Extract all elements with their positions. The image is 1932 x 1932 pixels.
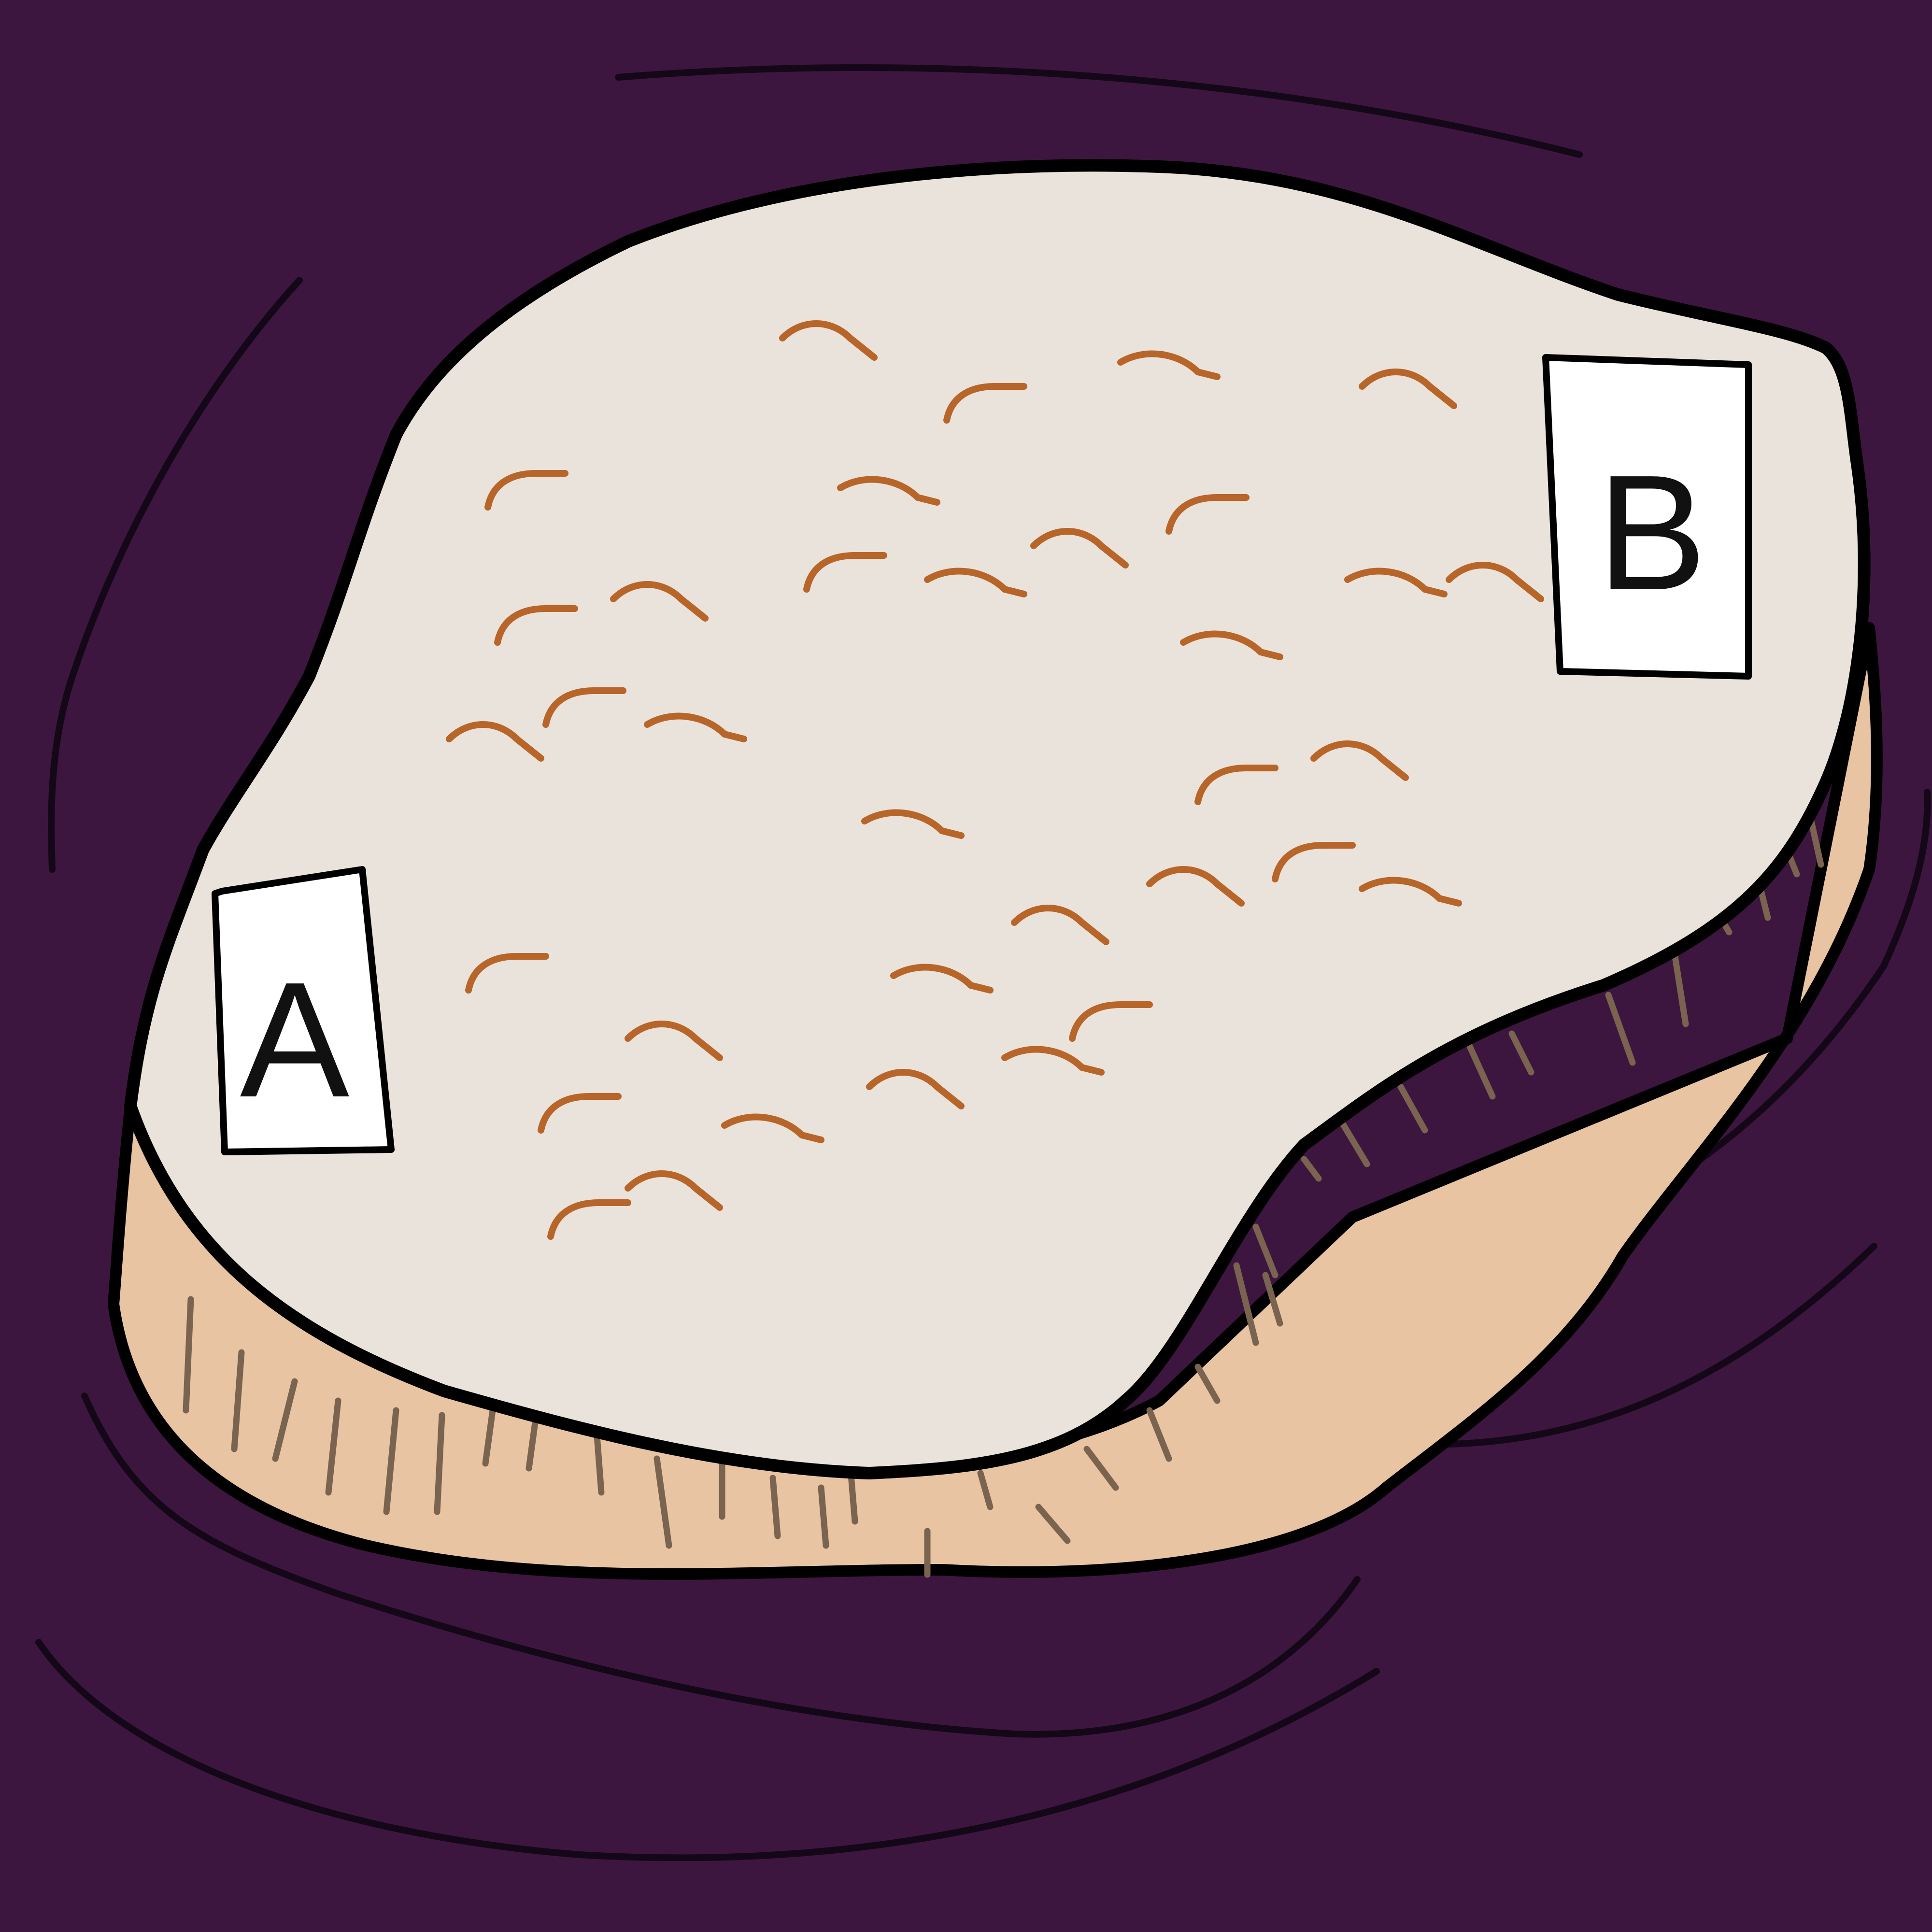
grass-tuft (547, 1199, 631, 1240)
side-stripes (183, 818, 1824, 1578)
grass-tuft (1194, 765, 1279, 805)
side-stripe (1146, 1407, 1172, 1462)
side-stripe (183, 1296, 194, 1414)
grass-tuft (1117, 350, 1221, 380)
grass-tuft (1359, 877, 1462, 907)
grass-tuft (861, 809, 965, 839)
grass-tuft (625, 1021, 723, 1061)
grass-tuft (610, 581, 709, 622)
grass-tuft (837, 476, 940, 506)
side-stripe (272, 1378, 298, 1462)
label-b: B (1542, 354, 1752, 680)
grass-tuft (625, 1170, 723, 1211)
grass-tuft (721, 1113, 824, 1143)
grass-tuft (1165, 494, 1250, 535)
grass-tuft (924, 568, 1027, 597)
side-stripe (325, 1397, 341, 1496)
side-stripe (1083, 1446, 1119, 1491)
side-stripe (769, 1475, 781, 1539)
grass-tuft (446, 721, 544, 762)
side-stripe (1605, 992, 1636, 1066)
grass-tuft (484, 470, 568, 511)
grass-tuft (1001, 1046, 1105, 1076)
side-stripe (1508, 1030, 1534, 1076)
side-stripe (977, 1470, 994, 1510)
grass-tuft (890, 964, 994, 994)
grass-marks (446, 320, 1544, 1240)
grass-tuft (1146, 866, 1245, 907)
grass-tuft (1011, 905, 1109, 945)
grass-tuft (1069, 1001, 1153, 1042)
grass-tuft (1272, 842, 1356, 882)
grass-tuft (1030, 528, 1129, 568)
motion-lines (35, 64, 1931, 1861)
grass-tuft (943, 383, 1027, 424)
side-stripe (1465, 1040, 1496, 1100)
side-stripe (1233, 1262, 1259, 1346)
side-stripe (1252, 1223, 1279, 1279)
grass-tuft (465, 953, 549, 994)
grass-tuft (779, 320, 878, 361)
grass-tuft (866, 1069, 965, 1109)
plateau-top (124, 159, 1871, 1479)
side-stripe (1035, 1504, 1071, 1544)
side-stripe (383, 1407, 399, 1515)
grass-tuft (1446, 562, 1544, 602)
grass-tuft (542, 687, 626, 728)
side-stripe (1301, 1156, 1322, 1182)
side-stripe (482, 1407, 496, 1467)
label-a-text: A (240, 948, 350, 1132)
side-stripe (653, 1455, 672, 1549)
label-b-box (1542, 354, 1752, 680)
side-stripe (434, 1412, 445, 1515)
side-stripe (1397, 1083, 1428, 1134)
grass-tuft (1359, 369, 1457, 409)
side-stripe (1262, 1272, 1283, 1327)
grass-tuft (1310, 740, 1409, 781)
side-stripe (593, 1426, 605, 1496)
grass-tuft (494, 605, 578, 646)
label-a-box (212, 866, 395, 1155)
grass-tuft (803, 552, 887, 593)
side-stripe (526, 1412, 540, 1472)
side-stripe (1808, 818, 1824, 868)
side-stripe (1194, 1364, 1221, 1404)
side-stripe (818, 1484, 829, 1549)
side-stripe (231, 1349, 245, 1452)
grass-tuft (1180, 630, 1283, 660)
label-a: A (212, 866, 395, 1155)
label-b-text: B (1597, 441, 1707, 625)
grass-tuft (1344, 568, 1448, 597)
grass-tuft (644, 712, 747, 742)
grass-tuft (538, 1093, 622, 1134)
